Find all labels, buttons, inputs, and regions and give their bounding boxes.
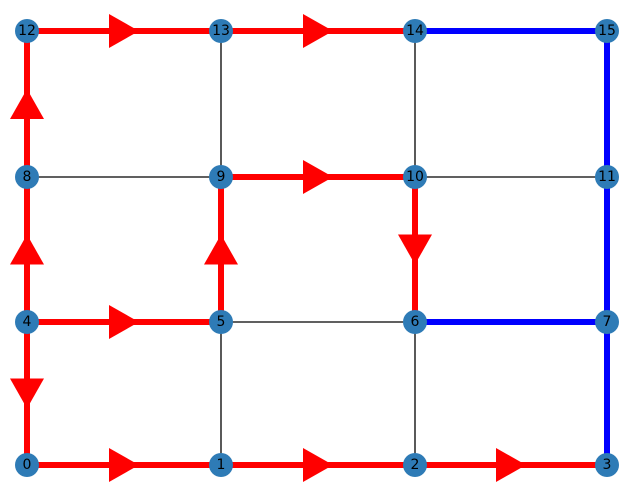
node-label: 12 bbox=[18, 23, 36, 39]
arrowhead-9-10 bbox=[303, 160, 333, 194]
arrowhead-4-0 bbox=[10, 378, 44, 409]
node-label: 0 bbox=[23, 457, 32, 473]
arrowhead-8-12 bbox=[10, 89, 44, 119]
node-label: 8 bbox=[23, 169, 32, 185]
red-path-arrowheads bbox=[10, 14, 526, 482]
blue-path-edges bbox=[415, 28, 610, 465]
arrowhead-12-13 bbox=[109, 14, 139, 48]
node-14: 14 bbox=[403, 19, 427, 43]
arrowhead-4-5 bbox=[109, 305, 139, 339]
arrowhead-13-14 bbox=[303, 14, 333, 48]
node-1: 1 bbox=[209, 453, 233, 477]
node-12: 12 bbox=[15, 19, 39, 43]
node-label: 9 bbox=[217, 169, 226, 185]
node-circle bbox=[595, 453, 619, 477]
node-label: 10 bbox=[406, 169, 424, 185]
node-7: 7 bbox=[595, 310, 619, 334]
node-circle bbox=[595, 19, 619, 43]
red-path-edges bbox=[24, 28, 607, 468]
node-label: 15 bbox=[598, 23, 616, 39]
node-circle bbox=[209, 453, 233, 477]
node-label: 14 bbox=[406, 23, 424, 39]
node-4: 4 bbox=[15, 310, 39, 334]
arrowhead-10-6 bbox=[398, 234, 432, 265]
node-label: 6 bbox=[411, 314, 420, 330]
node-circle bbox=[209, 310, 233, 334]
node-circle bbox=[15, 310, 39, 334]
node-circle bbox=[403, 453, 427, 477]
node-label: 4 bbox=[23, 314, 32, 330]
node-circle bbox=[403, 19, 427, 43]
node-circle bbox=[209, 19, 233, 43]
node-label: 2 bbox=[411, 457, 420, 473]
node-circle bbox=[209, 165, 233, 189]
node-5: 5 bbox=[209, 310, 233, 334]
arrowhead-0-1 bbox=[109, 448, 139, 482]
node-label: 5 bbox=[217, 314, 226, 330]
node-circle bbox=[595, 310, 619, 334]
node-6: 6 bbox=[403, 310, 427, 334]
node-label: 1 bbox=[217, 457, 226, 473]
node-circle bbox=[15, 19, 39, 43]
arrowhead-2-3 bbox=[496, 448, 526, 482]
node-2: 2 bbox=[403, 453, 427, 477]
plain-edges bbox=[26, 30, 608, 466]
arrowhead-5-9 bbox=[204, 234, 238, 265]
node-9: 9 bbox=[209, 165, 233, 189]
node-circle bbox=[403, 165, 427, 189]
node-3: 3 bbox=[595, 453, 619, 477]
node-label: 13 bbox=[212, 23, 230, 39]
node-circle bbox=[595, 165, 619, 189]
node-circle bbox=[15, 453, 39, 477]
node-11: 11 bbox=[595, 165, 619, 189]
arrowhead-1-2 bbox=[303, 448, 333, 482]
node-15: 15 bbox=[595, 19, 619, 43]
arrowhead-4-8 bbox=[10, 234, 44, 265]
node-label: 11 bbox=[598, 169, 616, 185]
node-circle bbox=[403, 310, 427, 334]
node-label: 3 bbox=[603, 457, 612, 473]
node-13: 13 bbox=[209, 19, 233, 43]
node-0: 0 bbox=[15, 453, 39, 477]
node-circle bbox=[15, 165, 39, 189]
node-label: 7 bbox=[603, 314, 612, 330]
node-8: 8 bbox=[15, 165, 39, 189]
node-10: 10 bbox=[403, 165, 427, 189]
